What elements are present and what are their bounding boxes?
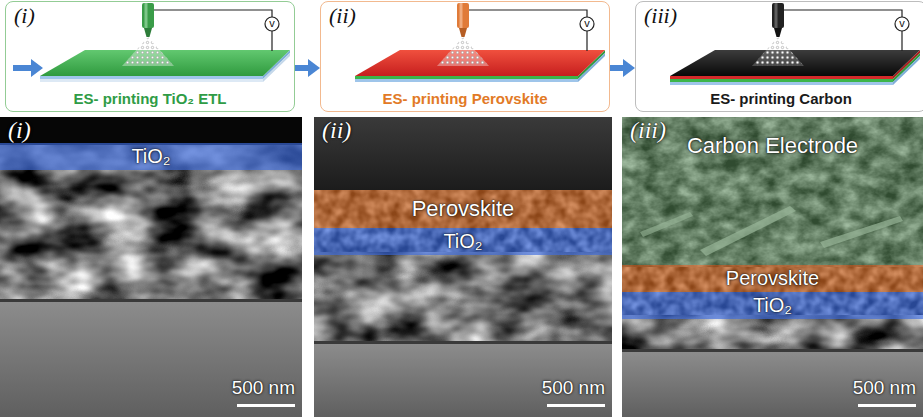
panel-label: (ii)	[321, 2, 356, 28]
sem-micrograph	[622, 117, 923, 417]
printing-step-illustration	[772, 3, 784, 28]
spray-nozzle	[772, 3, 784, 37]
scale-bar-label: 500 nm	[542, 377, 605, 399]
sem-micrograph	[314, 252, 612, 342]
spray-nozzle	[457, 3, 469, 37]
sem-micrograph	[314, 341, 612, 344]
layer-band: TiO₂	[314, 228, 612, 255]
printing-step-illustration	[775, 3, 778, 28]
printing-step-illustration	[774, 28, 782, 37]
printing-step-illustration	[457, 3, 469, 28]
voltmeter-symbol	[580, 17, 594, 31]
printing-step-illustration	[459, 28, 467, 37]
process-step-panel: (ii) ES- printing Perovskite	[320, 1, 610, 112]
spray-nozzle	[142, 3, 154, 37]
sem-micrograph	[622, 117, 923, 267]
layer-label: TiO₂	[443, 230, 482, 253]
panel-label: (iii)	[636, 2, 677, 28]
spray-plume	[752, 37, 804, 66]
layer-band: Perovskite	[622, 265, 923, 292]
panel-label: (ii)	[314, 117, 351, 145]
sem-micrograph	[314, 117, 612, 417]
voltage-wire	[154, 10, 272, 51]
sem-micrograph	[0, 117, 302, 145]
scale-bar-label: 500 nm	[853, 377, 916, 399]
sem-panel: (iii) 500 nm Carbon ElectrodePerovskiteTiO…	[622, 117, 923, 417]
sem-micrograph	[0, 302, 302, 417]
printing-step-illustration	[13, 3, 290, 82]
spray-plume	[122, 37, 174, 66]
panel-label: (i)	[6, 2, 35, 28]
step-caption: ES- printing Perovskite	[382, 90, 547, 111]
layer-label: Carbon Electrode	[687, 133, 858, 158]
spray-plume	[122, 37, 174, 66]
spray-plume	[437, 37, 489, 66]
printing-step-illustration	[670, 3, 920, 85]
printing-step-illustration	[355, 76, 578, 79]
printing-step-illustration	[40, 76, 263, 79]
printing-step-illustration	[144, 28, 152, 37]
printing-step-illustration	[40, 79, 263, 82]
panel-label: (iii)	[622, 117, 666, 145]
sem-panel: (i) 500 nm TiO₂	[0, 117, 302, 417]
layer-band: Carbon Electrode	[622, 117, 923, 265]
printing-step-illustration	[145, 3, 148, 28]
scale-bar-label: 500 nm	[232, 377, 295, 399]
sem-micrograph	[622, 315, 923, 350]
scale-bar	[237, 404, 295, 407]
process-arrow	[13, 59, 43, 77]
layer-label: Perovskite	[726, 267, 819, 290]
printing-step-illustration	[670, 79, 893, 82]
process-arrow	[610, 65, 623, 71]
voltage-wire	[784, 10, 902, 51]
layer-band: TiO₂	[622, 292, 923, 319]
spray-plume	[437, 37, 489, 66]
process-arrow	[295, 65, 308, 71]
layer-label: TiO₂	[753, 294, 792, 317]
layer-label: Perovskite	[412, 196, 515, 221]
scale-bar	[858, 404, 916, 407]
voltmeter-symbol	[895, 17, 909, 31]
sem-micrograph	[622, 352, 923, 417]
sem-micrograph	[314, 117, 612, 190]
sem-micrograph	[0, 117, 302, 417]
printing-step-illustration	[670, 82, 893, 85]
voltmeter-label: v	[584, 17, 590, 29]
sem-micrograph	[314, 344, 612, 417]
printing-step-illustration	[355, 3, 605, 82]
scale-bar	[547, 404, 605, 407]
step-caption: ES- printing Carbon	[710, 90, 852, 111]
voltage-wire	[469, 10, 587, 51]
substrate-slab	[670, 50, 920, 85]
printing-step-illustration	[142, 3, 154, 28]
process-step-panel: (i) ES- printing TiO₂ ETL	[5, 1, 295, 112]
step-caption: ES- printing TiO₂ ETL	[73, 90, 226, 111]
layer-band: Perovskite	[314, 190, 612, 228]
voltmeter-label: v	[899, 17, 905, 29]
sem-panel: (ii) 500 nm PerovskiteTiO₂	[314, 117, 612, 417]
printing-step-illustration	[460, 3, 463, 28]
printing-step-illustration	[355, 79, 578, 82]
voltmeter-symbol	[265, 17, 279, 31]
sem-micrograph	[0, 299, 302, 302]
printing-step-illustration	[670, 76, 893, 79]
layer-label: TiO₂	[131, 145, 170, 168]
layer-band: TiO₂	[0, 143, 302, 170]
panel-label: (i)	[0, 117, 31, 145]
sem-micrograph	[622, 349, 923, 352]
spray-plume	[752, 37, 804, 66]
voltmeter-label: v	[269, 17, 275, 29]
process-step-panel: (iii) ES- printing Carbon	[635, 1, 923, 112]
